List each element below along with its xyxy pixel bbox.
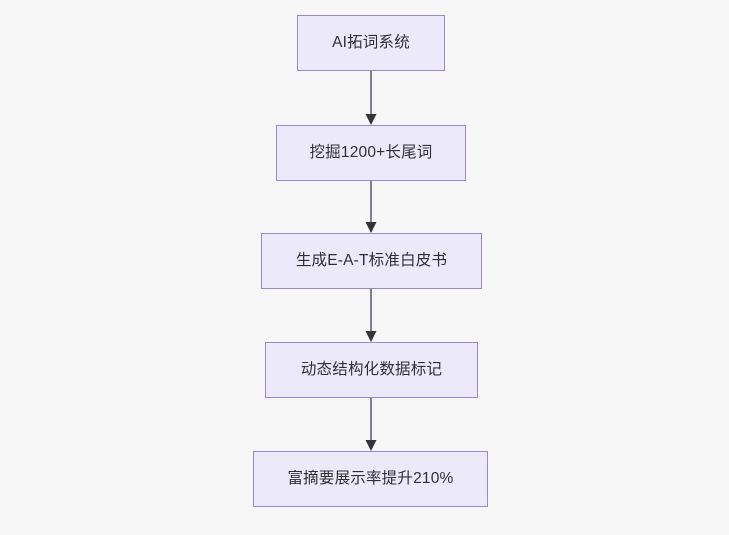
flow-node-label: 动态结构化数据标记: [300, 361, 443, 379]
flow-node-ai-keyword-system[interactable]: AI拓词系统: [297, 15, 445, 71]
flow-node-rich-snippet-result[interactable]: 富摘要展示率提升210%: [253, 451, 488, 507]
edge-n3-n4: [365, 289, 377, 342]
flow-node-label: 富摘要展示率提升210%: [287, 470, 454, 488]
edge-n2-n3: [365, 181, 377, 233]
flow-node-longtail-mining[interactable]: 挖掘1200+长尾词: [276, 125, 466, 181]
flow-node-label: 生成E-A-T标准白皮书: [295, 252, 448, 270]
edge-n1-n2: [365, 71, 377, 125]
flow-node-label: AI拓词系统: [332, 34, 410, 52]
flow-node-label: 挖掘1200+长尾词: [309, 144, 433, 162]
edge-n4-n5: [365, 398, 377, 451]
flow-node-structured-data-markup[interactable]: 动态结构化数据标记: [265, 342, 478, 398]
flow-node-eat-whitepaper[interactable]: 生成E-A-T标准白皮书: [261, 233, 482, 289]
